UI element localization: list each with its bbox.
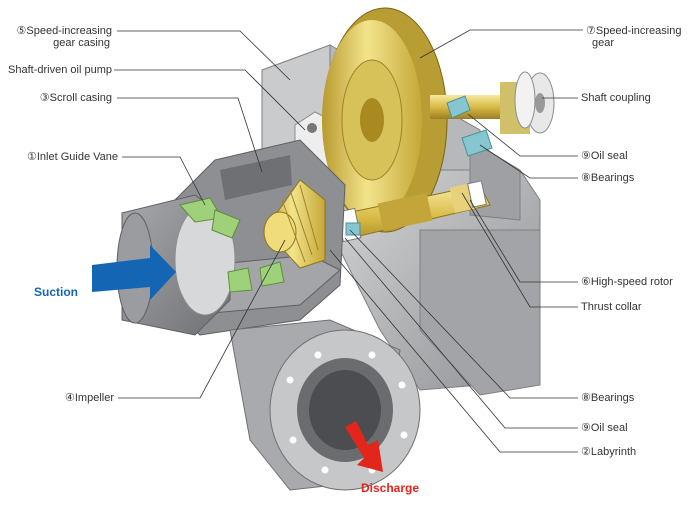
oil-seal-top — [446, 95, 493, 157]
leader-bearings-bottom — [349, 229, 578, 399]
label-speed-gear-line2: gear — [592, 37, 615, 49]
impeller — [263, 179, 326, 269]
label-impeller: ④Impeller — [65, 392, 114, 404]
label-shaft-coupling: Shaft coupling — [581, 92, 651, 104]
label-speed-gear-casing-line1: ⑤Speed-increasing — [16, 25, 112, 37]
label-speed-gear-line1: ⑦Speed-increasing — [586, 25, 682, 37]
leader-oil-pump — [114, 69, 306, 131]
bearing-bottom — [345, 222, 361, 236]
leader-speed-gear — [419, 29, 583, 59]
label-bearings-top: ⑧Bearings — [581, 172, 635, 184]
label-shaft-oil-pump: Shaft-driven oil pump — [8, 64, 112, 76]
discharge-arrow — [345, 421, 383, 472]
suction-label: Suction — [34, 285, 78, 299]
label-oil-seal-bottom: ⑨Oil seal — [581, 422, 628, 434]
label-speed-gear: ⑦Speed-increasing gear — [586, 25, 681, 49]
inlet-guide-vanes — [179, 197, 285, 293]
discharge-label: Discharge — [361, 481, 420, 495]
leader-lines — [114, 29, 583, 453]
discharge-flange — [229, 319, 421, 491]
speed-increasing-gear — [322, 7, 448, 233]
leader-impeller — [118, 239, 286, 399]
label-bearings-bottom: ⑧Bearings — [581, 392, 635, 404]
leader-inlet-guide-vane — [122, 156, 206, 206]
label-labyrinth: ②Labyrinth — [581, 446, 637, 458]
shaft-coupling — [514, 71, 536, 129]
leader-bearings-top — [479, 144, 578, 179]
label-thrust-collar: Thrust collar — [581, 301, 642, 313]
leader-oil-seal-bottom — [344, 237, 578, 429]
leader-scroll-casing — [117, 97, 263, 173]
leader-high-speed-rotor — [469, 199, 578, 283]
label-oil-seal-top: ⑨Oil seal — [581, 150, 628, 162]
leader-oil-seal-top — [467, 113, 578, 157]
leader-labyrinth — [329, 249, 578, 453]
label-inlet-guide-vane: ①Inlet Guide Vane — [27, 151, 118, 163]
suction-arrow — [92, 245, 176, 300]
leader-gear-casing — [117, 30, 291, 81]
label-speed-gear-casing-line2: gear casing — [53, 37, 110, 49]
label-high-speed-rotor: ⑥High-speed rotor — [581, 276, 673, 288]
leader-thrust-collar — [461, 192, 578, 308]
label-scroll-casing: ③Scroll casing — [39, 92, 112, 104]
label-speed-gear-casing: ⑤Speed-increasing gear casing — [17, 25, 112, 49]
